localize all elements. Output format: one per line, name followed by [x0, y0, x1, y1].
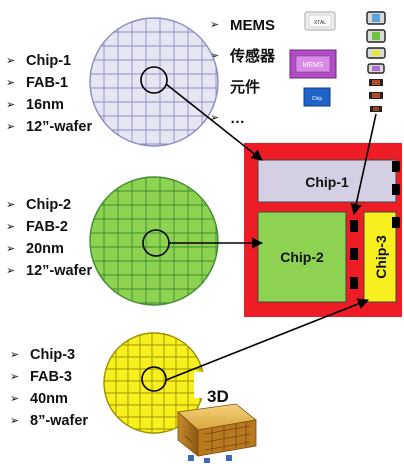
chip1-spec-list: ➢ Chip-1 ➢ FAB-1 ➢ 16nm ➢ 12”-wafer — [6, 50, 92, 138]
die-circle — [140, 66, 168, 94]
spec-text: 8”-wafer — [30, 413, 89, 429]
connector-pad — [392, 217, 400, 228]
chip1-label: Chip-1 — [305, 174, 349, 190]
component-item: ➢ MEMS — [210, 10, 275, 41]
spec-item: ➢ Chip-3 — [10, 344, 88, 366]
spec-item: ➢ Chip-2 — [6, 194, 92, 216]
component-text: … — [230, 110, 245, 127]
spec-text: FAB-1 — [26, 75, 68, 91]
arrow-bullet-icon: ➢ — [210, 50, 220, 62]
spec-text: 20nm — [26, 241, 64, 257]
arrow-chip3 — [165, 298, 370, 381]
arrow-bullet-icon: ➢ — [6, 221, 16, 233]
arrow-bullet-icon: ➢ — [210, 112, 220, 124]
arrow-bullet-icon: ➢ — [6, 121, 16, 133]
spec-item: ➢ 40nm — [10, 388, 88, 410]
component-item: ➢ 传感器 — [210, 41, 275, 72]
connector-pad — [350, 277, 358, 289]
arrow-bullet-icon: ➢ — [10, 415, 20, 427]
chip2-spec-list: ➢ Chip-2 ➢ FAB-2 ➢ 20nm ➢ 12”-wafer — [6, 194, 92, 282]
arrow-bullet-icon: ➢ — [6, 99, 16, 111]
wafer-disc — [89, 17, 219, 147]
connector-pad — [392, 184, 400, 195]
spec-item: ➢ FAB-1 — [6, 72, 92, 94]
3d-stack-icon: 3D — [177, 387, 257, 463]
package: Chip-1 Chip-2 Chip-3 — [244, 143, 402, 317]
chip3-die — [363, 211, 397, 303]
spec-item: ➢ 8”-wafer — [10, 410, 88, 432]
component-text: MEMS — [230, 17, 275, 34]
arrow-bullet-icon: ➢ — [6, 265, 16, 277]
passive-components-column — [366, 11, 386, 112]
arrow-bullet-icon: ➢ — [10, 371, 20, 383]
wafer-disc — [89, 176, 219, 306]
spec-text: Chip-1 — [26, 53, 72, 69]
spec-text: 12”-wafer — [26, 263, 93, 279]
spec-text: Chip-2 — [26, 197, 72, 213]
wafer-chip2 — [89, 176, 219, 306]
spec-text: FAB-3 — [30, 369, 72, 385]
arrow-bullet-icon: ➢ — [6, 243, 16, 255]
connectors — [350, 161, 400, 289]
spec-item: ➢ 16nm — [6, 94, 92, 116]
spec-text: 40nm — [30, 391, 68, 407]
chip3-spec-list: ➢ Chip-3 ➢ FAB-3 ➢ 40nm ➢ 8”-wafer — [10, 344, 88, 432]
chip1-die — [257, 159, 397, 203]
3d-badge-label: 3D — [207, 387, 229, 406]
component-item: ➢… — [210, 103, 275, 134]
xtal-label: XTAL — [314, 20, 326, 26]
arrow-bullet-icon: ➢ — [6, 55, 16, 67]
chip2-die — [257, 211, 347, 303]
arrow-bullet-icon: ➢ — [10, 393, 20, 405]
spec-text: 12”-wafer — [26, 119, 93, 135]
wafer-chip1 — [89, 17, 219, 147]
arrow-bullet-icon: ➢ — [6, 199, 16, 211]
spec-item: ➢ FAB-3 — [10, 366, 88, 388]
arrow-bullet-icon: ➢ — [210, 19, 220, 31]
wafer-notch — [194, 372, 208, 398]
spec-text: FAB-2 — [26, 219, 68, 235]
spec-item: ➢ 12”-wafer — [6, 116, 92, 138]
chip-label: Chip — [312, 96, 323, 102]
small-chip-component: Chip — [303, 87, 331, 107]
wafer-chip3 — [103, 332, 208, 434]
chip3-label: Chip-3 — [373, 235, 389, 279]
chip2-label: Chip-2 — [280, 249, 324, 265]
spec-item: ➢ Chip-1 — [6, 50, 92, 72]
spec-text: Chip-3 — [30, 347, 76, 363]
arrow-bullet-icon: ➢ — [6, 77, 16, 89]
mems-chip-label: MEMS — [303, 62, 324, 69]
mems-chip-component: MEMS — [289, 49, 337, 79]
connector-pad — [392, 161, 400, 172]
spec-text: 16nm — [26, 97, 64, 113]
spec-item: ➢ 20nm — [6, 238, 92, 260]
spec-item: ➢ 12”-wafer — [6, 260, 92, 282]
component-text: 传感器 — [230, 48, 276, 65]
arrow-chip1 — [165, 83, 263, 161]
arrow-bullet-icon: ➢ — [10, 349, 20, 361]
connector-pad — [350, 248, 358, 260]
component-list: ➢ MEMS ➢ 传感器 ➢ 元件 ➢… — [210, 10, 275, 134]
xtal-component: XTAL — [304, 11, 336, 31]
connector-pad — [350, 220, 358, 232]
die-circle — [141, 366, 167, 392]
arrow-components — [350, 113, 377, 216]
spec-item: ➢ FAB-2 — [6, 216, 92, 238]
component-text: 元件 — [230, 79, 261, 96]
connection-arrows — [165, 83, 377, 381]
